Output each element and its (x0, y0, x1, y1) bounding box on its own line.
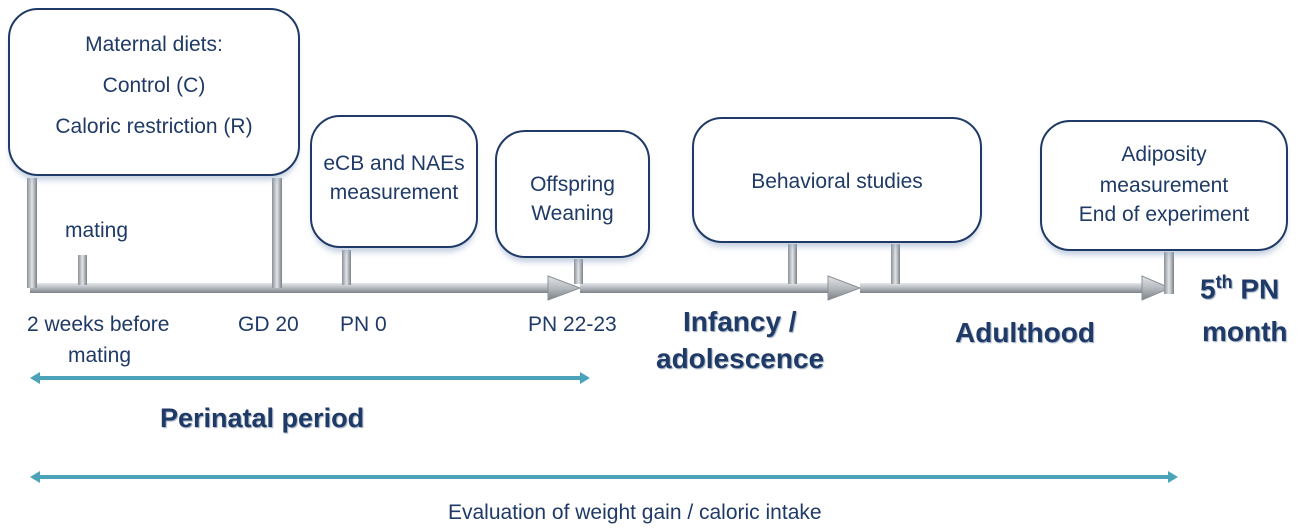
weeks-before-label-line1: 2 weeks before (27, 313, 170, 336)
pn2223-label: PN 22-23 (528, 313, 617, 336)
timeline-bar-segment (580, 283, 830, 293)
weaning-line1: Offspring (530, 173, 615, 196)
mating-label: mating (65, 219, 129, 242)
post-behavioral-left (788, 244, 797, 284)
fifth-pn-text: PN (1232, 273, 1280, 305)
gd20-label: GD 20 (238, 313, 299, 336)
perinatal-period-label: Perinatal period (160, 403, 365, 433)
ecb-line2: measurement (329, 181, 459, 205)
maternal-diets-title: Maternal diets: (85, 33, 223, 56)
arrow-head (827, 275, 862, 301)
post-end (1164, 252, 1174, 294)
post-left-diet (27, 178, 37, 288)
behavioral-studies-box: Behavioral studies (692, 117, 982, 243)
post-behavioral-right (891, 244, 900, 284)
month-label: month (1202, 316, 1288, 347)
evaluation-arrow (30, 471, 1178, 483)
timeline-bar-segment (860, 283, 1144, 293)
fifth-suffix: th (1215, 272, 1233, 292)
adiposity-line3: End of experiment (1078, 203, 1250, 227)
timeline-bar-segment (30, 283, 550, 293)
weeks-before-label-line2: mating (68, 344, 132, 367)
pn0-label: PN 0 (340, 313, 387, 336)
arrow-head (1141, 275, 1172, 301)
behavioral-line1: Behavioral studies (751, 170, 923, 193)
timeline-axis (30, 275, 1172, 301)
restriction-diet-label: Caloric restriction (R) (55, 115, 253, 139)
post-pn0 (342, 250, 351, 285)
post-weaning (574, 259, 583, 284)
adiposity-box: Adiposity measurement End of experiment (1040, 120, 1288, 251)
weaning-line2: Weaning (531, 202, 614, 226)
infancy-label-line1: Infancy / (683, 306, 797, 337)
arrow-head (547, 275, 582, 301)
fifth-number: 5 (1200, 273, 1216, 305)
ecb-line1: eCB and NAEs (323, 152, 465, 175)
post-mating (78, 255, 87, 285)
perinatal-period-arrow (30, 372, 590, 384)
adulthood-label: Adulthood (955, 317, 1095, 348)
adiposity-line1: Adiposity (1121, 143, 1207, 166)
offspring-weaning-box: Offspring Weaning (495, 130, 650, 258)
control-diet-label: Control (C) (102, 74, 206, 98)
ecb-measurement-box: eCB and NAEs measurement (310, 115, 478, 248)
post-right-diet (272, 178, 282, 288)
evaluation-label: Evaluation of weight gain / caloric inta… (448, 501, 822, 524)
maternal-diets-box: Maternal diets: Control (C) Caloric rest… (8, 8, 300, 176)
infancy-label-line2: adolescence (656, 343, 825, 374)
adiposity-line2: measurement (1099, 174, 1229, 198)
fifth-pn-label: 5th PN (1200, 270, 1279, 308)
